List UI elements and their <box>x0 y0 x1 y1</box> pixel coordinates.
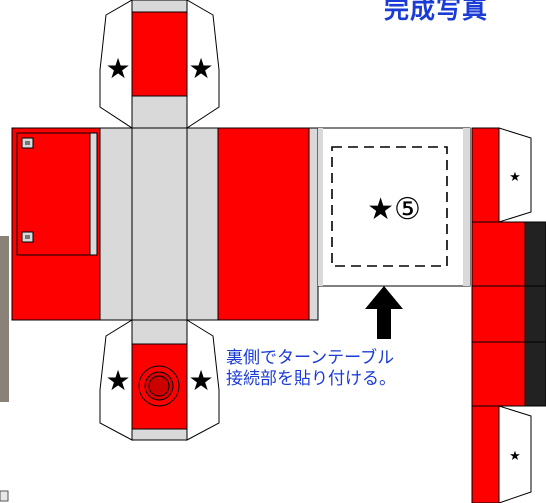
star-top-right: ★ <box>188 52 213 85</box>
page-title: 完成写真 <box>384 0 489 24</box>
bottom-flap <box>99 319 220 441</box>
star-right-lower: ★ <box>509 449 521 464</box>
star-five-label: ★⑤ <box>367 192 421 227</box>
top-flap <box>99 0 220 129</box>
instruction-note: 裏側でターンテーブル 接続部を貼り付ける。 <box>226 348 471 390</box>
star-bottom-left: ★ <box>105 364 130 397</box>
dashed-square <box>331 146 448 267</box>
star-right-upper: ★ <box>509 170 521 185</box>
small-photo-icon <box>0 490 9 502</box>
instruction-line-1: 裏側でターンテーブル <box>226 348 395 368</box>
star-top-left: ★ <box>105 52 130 85</box>
turntable-panel <box>317 127 471 287</box>
instruction-line-2: 接続部を貼り付ける。 <box>226 369 396 389</box>
lamp-inner <box>148 375 170 397</box>
star-bottom-right: ★ <box>188 364 213 397</box>
up-arrow <box>365 286 403 339</box>
photo-sliver <box>0 236 9 402</box>
right-column <box>471 127 546 503</box>
main-body <box>11 127 319 321</box>
